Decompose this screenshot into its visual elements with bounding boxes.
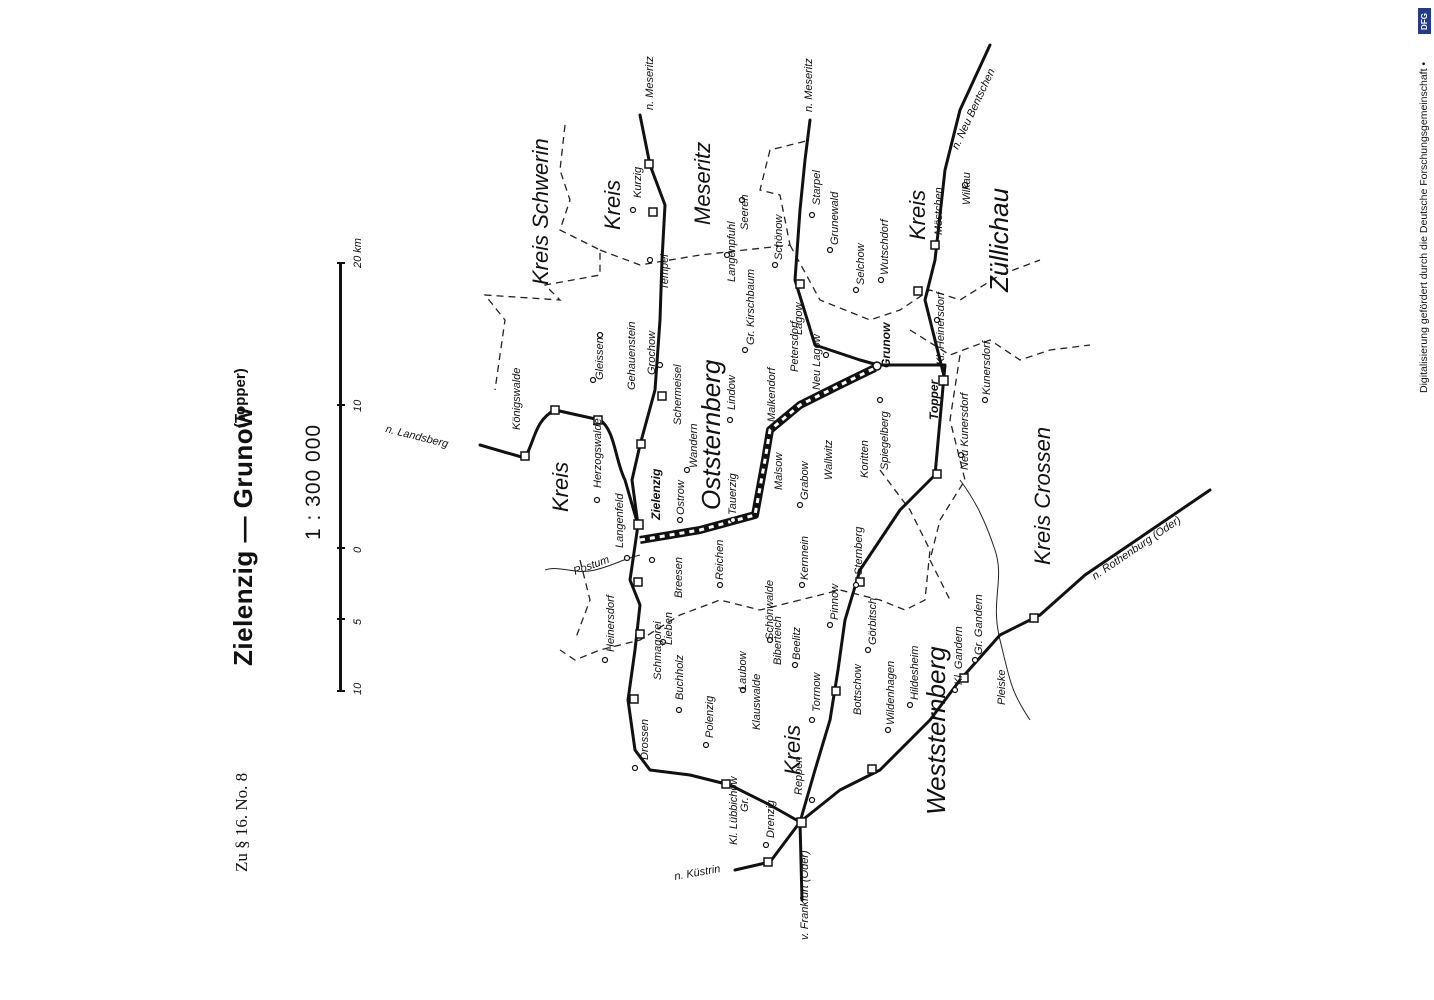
village-markers [589, 181, 989, 849]
grunow-station-marker [872, 361, 882, 371]
direction-label: n. Landsberg [384, 423, 450, 450]
place-label: Malkendorf [766, 367, 778, 422]
place-label: Wutschdorf [879, 218, 891, 275]
place-label: Starpel [811, 170, 823, 205]
place-label: Schönwalde [764, 580, 776, 640]
station-label: Topper [927, 378, 941, 420]
place-label: Lindow [726, 374, 738, 410]
place-label: Pleiske [996, 670, 1008, 705]
place-label: Drenzig [765, 799, 777, 838]
place-label: Kl. Lübbichow [728, 775, 740, 845]
place-label: Beelitz [791, 626, 803, 660]
place-label: Kunersdorf [981, 340, 993, 395]
place-label: Wandern [688, 424, 700, 468]
place-label: Schmagorei [652, 621, 664, 680]
district-label: Kreis [600, 180, 625, 230]
stations [520, 159, 1039, 867]
place-label: Buchholz [674, 654, 686, 700]
direction-label: v. Frankfurt (Oder) [799, 850, 811, 940]
place-label: Tempel [659, 254, 671, 290]
place-label: Gehauenstein [626, 322, 638, 391]
direction-label: n. Meseritz [644, 56, 656, 110]
place-label: Kernnein [799, 536, 811, 580]
place-label: Wilkau [961, 172, 973, 205]
place-label: Gr. Gandern [973, 594, 985, 655]
district-label: Oststernberg [696, 359, 726, 510]
place-label: Grochow [646, 330, 658, 375]
place-label: Malsow [773, 452, 785, 490]
place-label: Schermeisel [672, 364, 684, 425]
district-boundaries [483, 124, 1091, 661]
place-label: Heinersdorf [605, 594, 617, 652]
new-railway-line [639, 364, 877, 544]
place-label: Grabow [799, 460, 811, 500]
place-label: Königswalde [511, 368, 523, 430]
place-label: Lieben [663, 612, 675, 645]
place-label: Polenzig [704, 695, 716, 738]
direction-label: n. Küstrin [673, 863, 721, 883]
place-label: Görbitsch [867, 598, 879, 645]
place-label: Petersdorf [789, 320, 801, 372]
place-label: Sternberg [853, 526, 865, 575]
district-label: Weststernberg [921, 646, 951, 815]
place-label: Tauerzig [727, 472, 739, 515]
place-label: Wildenhagen [885, 661, 897, 725]
place-label: Neu Kunersdorf [959, 392, 971, 470]
place-label: Kl. Heinersdorf [935, 291, 947, 365]
place-label: Hildesheim [909, 646, 921, 700]
place-label: Schönow [773, 214, 785, 260]
place-label: Reppen [793, 756, 805, 795]
place-label: Reichen [714, 540, 726, 580]
district-label: Kreis Crossen [1030, 427, 1055, 565]
district-label: Kreis [548, 462, 573, 512]
place-label: Spiegelberg [879, 410, 891, 470]
place-label: Gr. [739, 797, 751, 812]
place-label: Torrnow [811, 672, 823, 712]
place-label: Breesen [673, 557, 685, 598]
place-label: Selchow [855, 242, 867, 285]
place-label: Kl. Gandern [953, 626, 965, 685]
place-label: Biberteich [772, 616, 784, 665]
dfg-logo: DFG [1418, 8, 1431, 34]
place-label: Langenfeld [614, 493, 626, 548]
place-label: Gr. Kirschbaum [745, 269, 757, 345]
district-label: Kreis [905, 190, 930, 240]
place-label: Laubow [737, 650, 749, 690]
place-label: Koritten [859, 440, 871, 478]
place-label: Pinnow [829, 583, 841, 620]
station-label: Grunow [879, 322, 893, 368]
district-label: Meseritz [690, 142, 715, 225]
place-label: Lagow [793, 302, 805, 335]
place-label: Wallwitz [823, 439, 835, 480]
place-label: Neu Lagow [811, 333, 823, 390]
place-label: Langenpfuhl [726, 221, 738, 282]
place-label: Herzogswalde [592, 418, 604, 488]
direction-label: n. Rothenburg (Oder) [1090, 514, 1184, 583]
scale-bar [337, 262, 345, 692]
place-label: Kurzig [632, 166, 644, 198]
place-label: Möstchen [933, 187, 945, 235]
district-label: Kreis Schwerin [528, 138, 553, 285]
place-label: Ostrow [675, 479, 687, 515]
district-label: Züllichau [984, 188, 1014, 293]
place-label: Gleissen [594, 337, 606, 380]
place-label: Seeren [739, 195, 751, 230]
place-label: Drossen [639, 719, 651, 760]
place-label: Postum [572, 554, 611, 578]
district-label: Kreis [780, 725, 805, 775]
place-label: Bottschow [852, 663, 864, 715]
place-label: Grunewald [829, 191, 841, 245]
station-label: Zielenzig [649, 468, 663, 521]
railway-lines [478, 43, 1212, 902]
direction-label: n. Meseritz [803, 58, 815, 112]
place-label: Klauswalde [751, 674, 763, 730]
